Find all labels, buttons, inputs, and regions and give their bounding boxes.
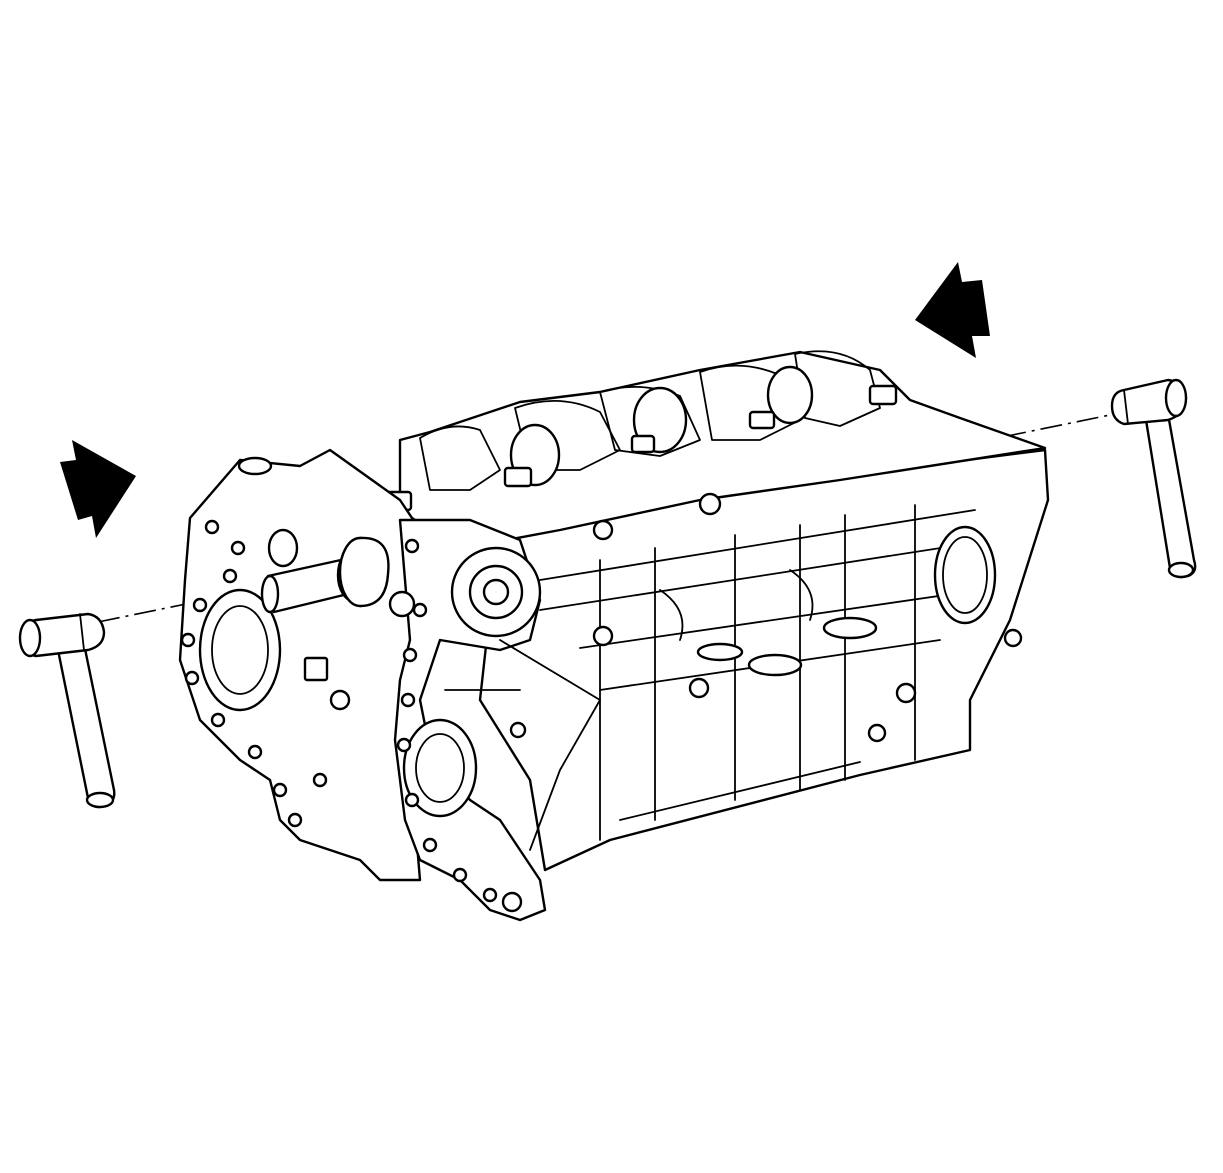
engine-block: [316, 350, 1050, 872]
arrow-left-icon: [60, 440, 136, 538]
front-plate: [393, 518, 601, 922]
engine-block-front-face: [178, 448, 432, 882]
rear-tool-handle: [1110, 378, 1197, 579]
front-tool-handle: [18, 612, 116, 809]
camshaft-bearing-tool: [260, 536, 416, 618]
arrow-right-icon: [915, 262, 990, 358]
